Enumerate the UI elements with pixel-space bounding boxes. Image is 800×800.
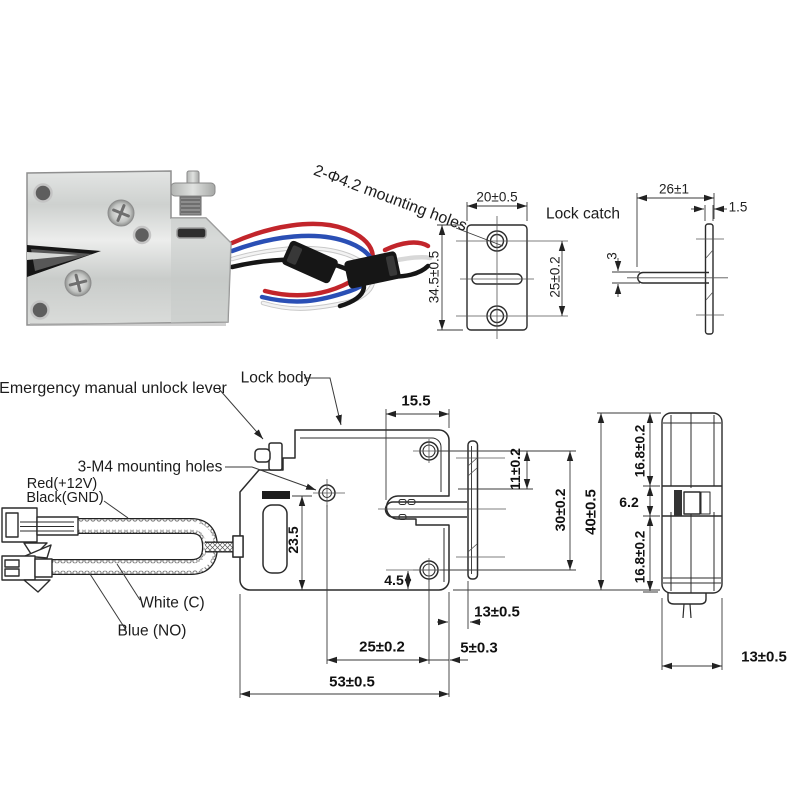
emergency-lever-tab xyxy=(268,442,283,471)
dim-body-hole-spacing-h: 25±0.2 xyxy=(359,638,405,656)
wire-blue-label: Blue (NO) xyxy=(117,622,187,640)
dim-body-to-catch: 13±0.5 xyxy=(474,603,520,621)
body-side-view xyxy=(661,412,723,619)
dim-body-slot-height: 23.5 xyxy=(285,526,301,554)
photo-slot xyxy=(176,227,207,239)
photo-latch-jaw xyxy=(27,245,101,277)
dim-side-width: 13±0.5 xyxy=(741,648,787,666)
catch-plate xyxy=(467,440,479,580)
body-front-dimensions xyxy=(239,409,661,698)
catch-front-dimensions xyxy=(437,202,566,331)
catch-side-dimensions xyxy=(612,193,727,297)
dim-catch-width: 20±0.5 xyxy=(476,189,518,205)
dim-body-width: 53±0.5 xyxy=(329,673,375,691)
m4-holes-label: 3-M4 mounting holes xyxy=(77,458,223,476)
side-bottom-tab xyxy=(667,593,707,605)
photo-holes xyxy=(30,183,152,320)
lock-catch-label: Lock catch xyxy=(545,205,621,223)
body-front-view xyxy=(232,429,479,591)
catch-front-view xyxy=(437,202,568,339)
photo-connector xyxy=(282,240,338,284)
product-photo xyxy=(26,170,433,326)
connector-1 xyxy=(1,507,79,558)
dim-catch-hole-spacing: 25±0.2 xyxy=(547,256,563,298)
wire-white-label: White (C) xyxy=(139,594,205,612)
dim-side-lower: 16.8±0.2 xyxy=(632,530,648,584)
dim-body-hole-to-edge: 5±0.3 xyxy=(460,639,498,657)
wiring-drawing xyxy=(1,507,244,593)
dim-body-height: 40±0.5 xyxy=(582,489,600,535)
catch-side-view xyxy=(612,193,728,335)
emergency-lever-pin xyxy=(254,448,271,463)
dim-side-middle: 6.2 xyxy=(619,494,639,510)
photo-lever-pin xyxy=(170,170,216,216)
photo-screws xyxy=(64,199,135,297)
leader-lines xyxy=(89,377,342,631)
dim-side-upper: 16.8±0.2 xyxy=(632,424,648,478)
dim-body-hole-to-bottom: 4.5 xyxy=(384,572,404,588)
dim-body-slot-depth: 15.5 xyxy=(401,392,431,410)
connector-2 xyxy=(1,544,53,593)
dim-catch-plate-thickness: 1.5 xyxy=(728,199,748,215)
dim-catch-height: 34.5±0.5 xyxy=(426,250,442,304)
emergency-lever-label: Emergency manual unlock lever xyxy=(0,380,227,397)
dim-body-hole-to-latch: 11±0.2 xyxy=(507,448,523,490)
dim-body-hole-spacing-v: 30±0.2 xyxy=(552,488,568,532)
photo-connector xyxy=(344,251,401,289)
lock-body-label: Lock body xyxy=(240,369,312,387)
wire-red-label: Red(+12V) xyxy=(26,475,98,492)
photo-wires xyxy=(229,221,433,311)
catch-bar xyxy=(384,499,467,520)
body-side-dimensions xyxy=(643,413,723,670)
dim-catch-length: 26±1 xyxy=(659,181,689,197)
wire-black-label: Black(GND) xyxy=(26,489,104,506)
side-wire-stub xyxy=(682,603,692,619)
dim-catch-bar-thickness: 3 xyxy=(604,252,620,260)
